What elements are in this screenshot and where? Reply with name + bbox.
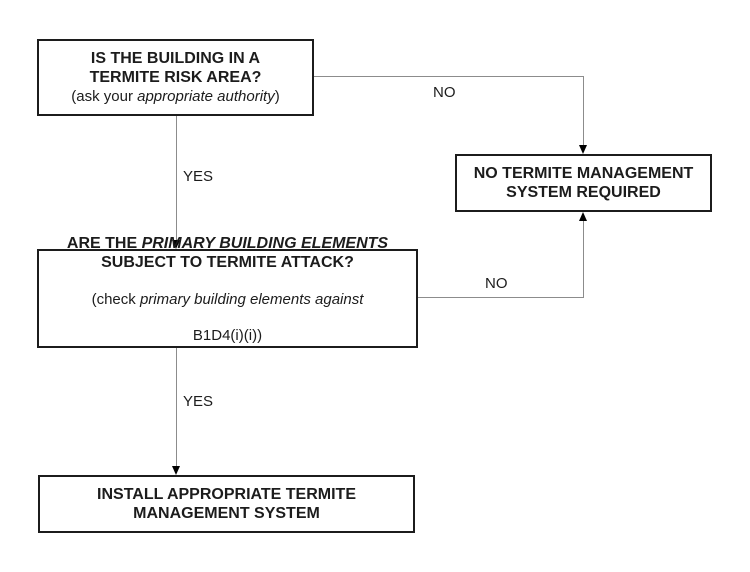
- node-termite-risk-subtitle: (ask your appropriate authority): [71, 88, 279, 106]
- node-primary-elements-title: ARE THE PRIMARY BUILDING ELEMENTS SUBJEC…: [67, 234, 388, 272]
- connector-q1-no-vline: [583, 76, 584, 145]
- connector-q1-yes-line: [176, 116, 177, 241]
- connector-q2-yes-line: [176, 348, 177, 466]
- connector-q1-no-hline: [314, 76, 583, 77]
- edge-label-q2-no: NO: [485, 275, 508, 293]
- connector-q2-no-vline: [583, 220, 584, 298]
- connector-q2-no-hline: [418, 297, 583, 298]
- title-text: SUBJECT TO TERMITE ATTACK?: [101, 254, 354, 271]
- edge-label-q1-no: NO: [433, 84, 456, 102]
- arrowhead-into-install-icon: [172, 466, 180, 475]
- arrowhead-into-no-system-top-icon: [579, 145, 587, 154]
- subtitle-italic-text: appropriate authority: [137, 88, 275, 105]
- subtitle-text: ): [274, 88, 280, 105]
- node-install-system-title: INSTALL APPROPRIATE TERMITE MANAGEMENT S…: [97, 486, 356, 522]
- node-primary-elements-question: ARE THE PRIMARY BUILDING ELEMENTS SUBJEC…: [37, 235, 418, 348]
- subtitle-line-1: (check primary building elements against: [92, 291, 364, 309]
- edge-label-q2-yes: YES: [183, 393, 214, 411]
- title-italic-text: PRIMARY BUILDING ELEMENTS: [141, 235, 389, 252]
- subtitle-text: (ask your: [71, 88, 138, 105]
- node-no-system-required: NO TERMITE MANAGEMENT SYSTEM REQUIRED: [455, 154, 712, 212]
- subtitle-line-2: B1D4(i)(i)): [192, 327, 263, 344]
- edge-label-q1-yes: YES: [183, 168, 214, 186]
- node-termite-risk-title: IS THE BUILDING IN A TERMITE RISK AREA?: [89, 50, 262, 86]
- subtitle-italic-text: primary building elements against: [139, 291, 364, 308]
- subtitle-text: (check: [91, 291, 140, 308]
- node-termite-risk-question: IS THE BUILDING IN A TERMITE RISK AREA? …: [37, 39, 314, 116]
- node-no-system-title: NO TERMITE MANAGEMENT SYSTEM REQUIRED: [473, 165, 694, 201]
- node-install-system: INSTALL APPROPRIATE TERMITE MANAGEMENT S…: [38, 475, 415, 533]
- node-primary-elements-subtitle: (check primary building elements against…: [92, 273, 364, 363]
- arrowhead-into-no-system-bottom-icon: [579, 212, 587, 221]
- arrowhead-into-q2-icon: [172, 240, 180, 249]
- title-text: ARE THE: [66, 235, 142, 252]
